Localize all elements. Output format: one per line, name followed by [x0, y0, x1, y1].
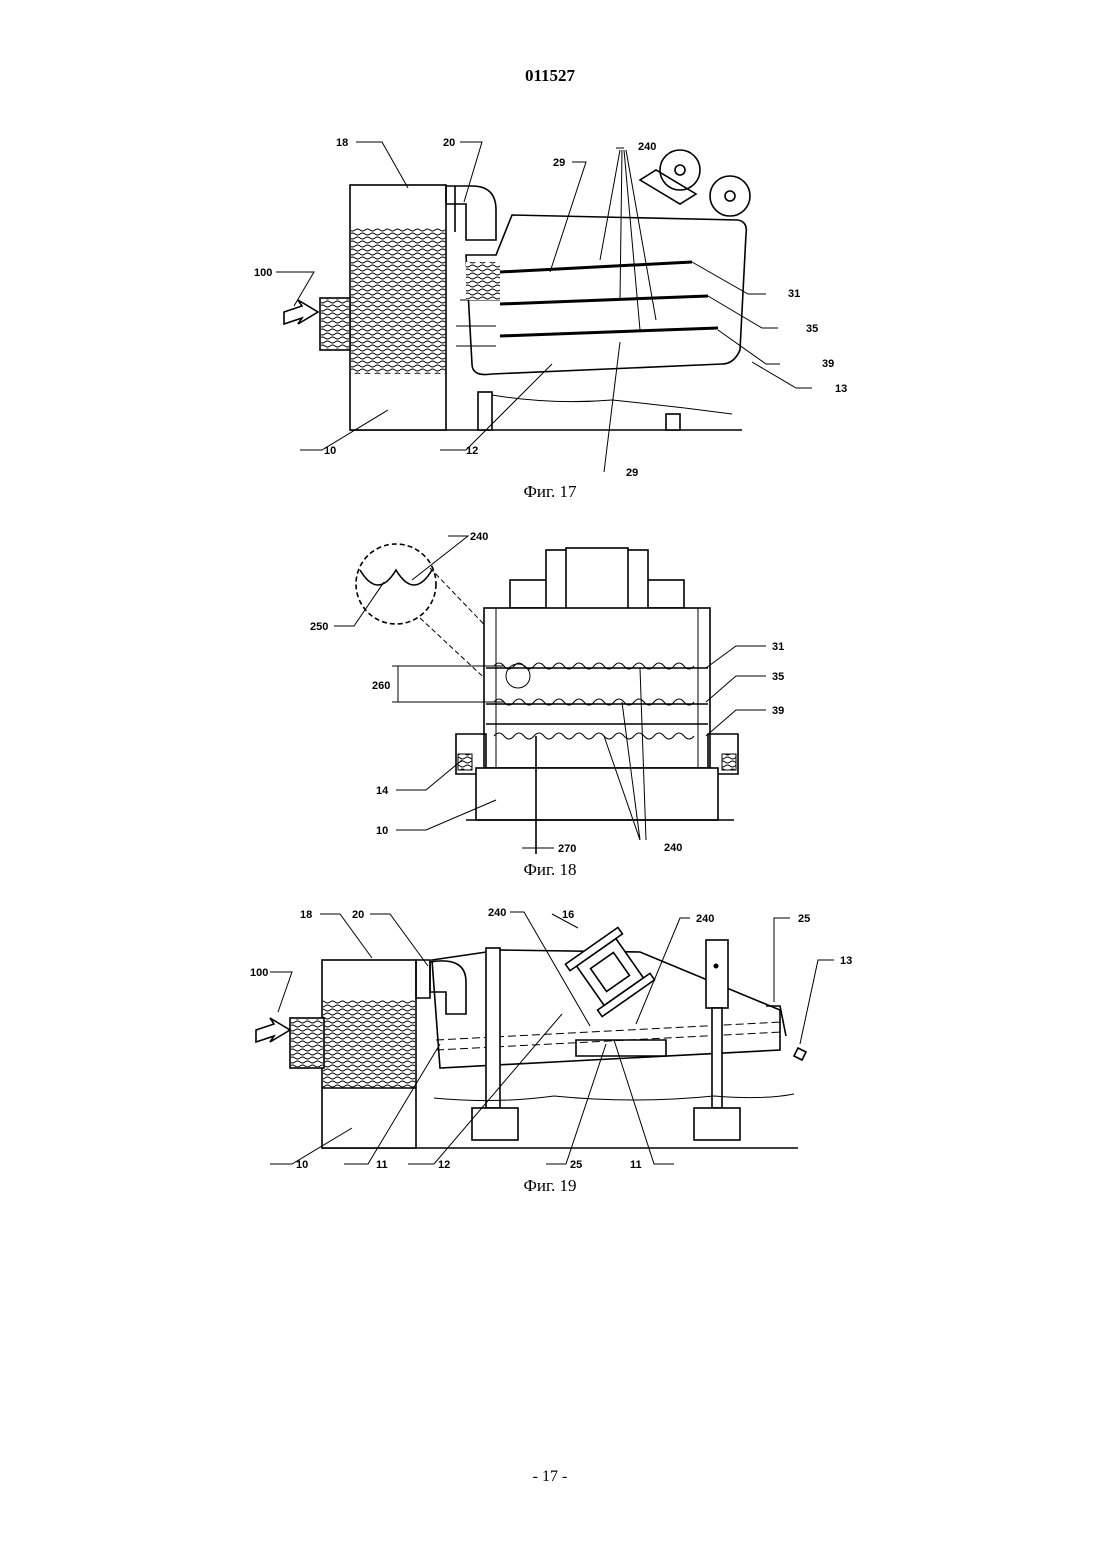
label-12: 12: [466, 445, 478, 457]
figure-19-drawing: 18 20 240 16 240 25 13 100 10 11 12 25 1…: [0, 900, 1100, 1175]
label-11-a: 11: [376, 1159, 388, 1171]
label-25-top: 25: [798, 913, 810, 925]
label-10: 10: [376, 825, 388, 837]
label-35: 35: [772, 671, 784, 683]
label-240: 240: [638, 141, 656, 153]
label-240-b: 240: [696, 913, 714, 925]
label-100: 100: [250, 967, 268, 979]
label-39: 39: [772, 705, 784, 717]
label-18: 18: [336, 137, 348, 149]
label-31: 31: [788, 288, 800, 300]
figure-18-drawing: 240 250 260 31 35 39 14 10 270 240: [0, 522, 1100, 857]
figure-17-drawing: 18 20 29 240 100 31 35 39 13 10 12 29: [0, 130, 1100, 480]
label-13: 13: [835, 383, 847, 395]
label-11-b: 11: [630, 1159, 642, 1171]
label-29: 29: [553, 157, 565, 169]
figure-18-caption: Фиг. 18: [0, 860, 1100, 880]
label-29b: 29: [626, 467, 638, 479]
label-10: 10: [296, 1159, 308, 1171]
label-31: 31: [772, 641, 784, 653]
label-14: 14: [376, 785, 389, 797]
label-16: 16: [562, 909, 574, 921]
label-39: 39: [822, 358, 834, 370]
label-240-a: 240: [488, 907, 506, 919]
label-10: 10: [324, 445, 336, 457]
label-100: 100: [254, 267, 272, 279]
label-20: 20: [352, 909, 364, 921]
figure-17-caption: Фиг. 17: [0, 482, 1100, 502]
label-25-bottom: 25: [570, 1159, 582, 1171]
figure-19-caption: Фиг. 19: [0, 1176, 1100, 1196]
label-240-bottom: 240: [664, 842, 682, 854]
document-number: 011527: [0, 66, 1100, 86]
label-12: 12: [438, 1159, 450, 1171]
label-270: 270: [558, 843, 576, 855]
label-260: 260: [372, 680, 390, 692]
label-20: 20: [443, 137, 455, 149]
label-13: 13: [840, 955, 852, 967]
label-250: 250: [310, 621, 328, 633]
label-35: 35: [806, 323, 818, 335]
label-240-top: 240: [470, 531, 488, 543]
label-18: 18: [300, 909, 312, 921]
page-footer-number: - 17 -: [0, 1468, 1100, 1486]
